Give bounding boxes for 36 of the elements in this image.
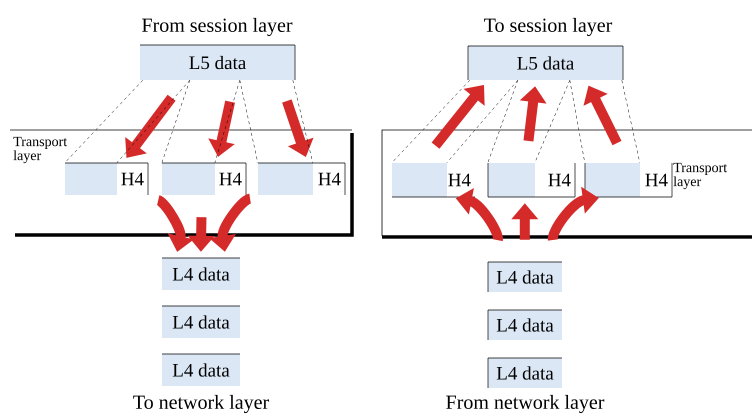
segment-box: H4 [162,162,246,196]
label: To network layer [133,394,269,414]
data-box: L4 data [162,306,240,338]
dashed-line [214,80,240,164]
node-label: H4 [219,172,242,186]
data-box: L4 data [162,354,240,386]
data-box: L4 data [488,310,562,340]
dashed-line [488,80,518,164]
dashed-line [622,80,640,164]
label: Transport layer [13,136,68,164]
data-box: L4 data [488,262,562,292]
segment-box: H4 [64,162,148,196]
node-label: H4 [448,174,471,186]
segment-box: H4 [488,162,576,198]
node-label: H4 [548,174,571,186]
dashed-line [240,80,258,164]
node-label: H4 [645,174,668,186]
dashed-line [64,80,144,164]
dashed-line [162,80,190,164]
segment-box: H4 [258,162,346,196]
segment-box: H4 [392,163,476,198]
data-box: L5 data [140,44,296,80]
dashed-line [446,80,518,164]
data-box: L4 data [162,258,240,290]
dashed-line [534,80,570,164]
segment-box: H4 [584,162,672,198]
label: From network layer [446,394,604,414]
dashed-line [570,80,586,164]
data-box: L5 data [468,46,624,80]
node-label: H4 [318,172,341,186]
label: Transport layer [673,162,728,190]
data-box: L4 data [488,358,562,388]
dashed-line [116,80,190,164]
node-label: H4 [121,172,144,186]
dashed-line [292,80,314,164]
dashed-line [392,80,470,164]
